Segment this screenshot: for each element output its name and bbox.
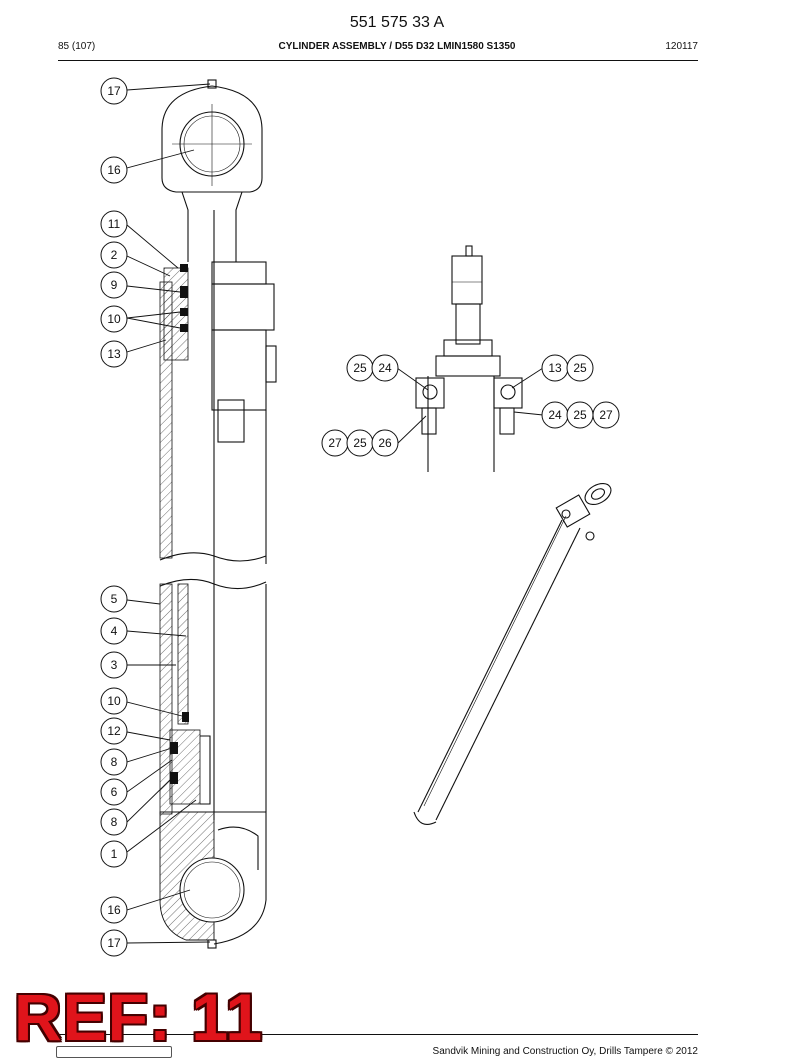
callout-24-right-lower: 24 <box>541 401 569 429</box>
svg-text:17: 17 <box>107 84 121 98</box>
main-section-view <box>159 79 277 949</box>
callout-17-bottom: 17 <box>100 929 128 957</box>
svg-text:2: 2 <box>111 248 118 262</box>
callout-8-upper: 8 <box>100 748 128 776</box>
callout-25-right-lower: 25 <box>566 401 594 429</box>
svg-text:4: 4 <box>111 624 118 638</box>
callout-4: 4 <box>100 617 128 645</box>
callout-10-upper: 10 <box>100 305 128 333</box>
port-detail-view <box>415 245 523 472</box>
header-rule <box>58 60 698 61</box>
callout-26-left-lower: 26 <box>371 429 399 457</box>
svg-text:5: 5 <box>111 592 118 606</box>
document-title: CYLINDER ASSEMBLY / D55 D32 LMIN1580 S13… <box>278 41 516 52</box>
callout-25-left: 25 <box>346 354 374 382</box>
svg-text:24: 24 <box>378 361 392 375</box>
svg-text:8: 8 <box>111 755 118 769</box>
svg-text:1: 1 <box>111 847 118 861</box>
svg-text:10: 10 <box>107 312 121 326</box>
document-code: 551 575 33 A <box>349 14 445 31</box>
callout-25-left-lower: 25 <box>346 429 374 457</box>
callout-27-right-lower: 27 <box>592 401 620 429</box>
ref-stamp: REF: 11 <box>14 980 264 1054</box>
callout-6: 6 <box>100 778 128 806</box>
document-date: 120117 <box>665 41 698 52</box>
svg-text:17: 17 <box>107 936 121 950</box>
company-logo <box>56 1046 172 1058</box>
svg-text:27: 27 <box>599 408 613 422</box>
isometric-view <box>413 482 612 825</box>
svg-text:10: 10 <box>107 694 121 708</box>
callout-8-lower: 8 <box>100 808 128 836</box>
callout-13: 13 <box>100 340 128 368</box>
svg-text:11: 11 <box>108 217 121 231</box>
svg-text:6: 6 <box>111 785 118 799</box>
callout-5: 5 <box>100 585 128 613</box>
callout-2: 2 <box>100 241 128 269</box>
callout-25-right: 25 <box>566 354 594 382</box>
svg-text:9: 9 <box>111 278 118 292</box>
footer-rule <box>58 1034 698 1035</box>
callout-11: 11 <box>100 210 128 238</box>
svg-text:25: 25 <box>353 361 367 375</box>
callout-12: 12 <box>100 717 128 745</box>
svg-text:26: 26 <box>378 436 392 450</box>
svg-text:25: 25 <box>353 436 367 450</box>
callout-3: 3 <box>100 651 128 679</box>
svg-text:13: 13 <box>107 347 121 361</box>
svg-text:27: 27 <box>328 436 342 450</box>
svg-text:8: 8 <box>111 815 118 829</box>
copyright-text: Sandvik Mining and Construction Oy, Dril… <box>432 1046 698 1057</box>
callout-17-top: 17 <box>100 77 128 105</box>
page-number: 85 (107) <box>58 41 96 52</box>
svg-text:25: 25 <box>573 361 587 375</box>
callout-10-lower: 10 <box>100 687 128 715</box>
svg-text:12: 12 <box>107 724 121 738</box>
callout-27-left-lower: 27 <box>321 429 349 457</box>
svg-text:24: 24 <box>548 408 562 422</box>
callout-13-right: 13 <box>541 354 569 382</box>
callout-9: 9 <box>100 271 128 299</box>
svg-text:16: 16 <box>107 903 121 917</box>
callout-16-top: 16 <box>100 156 128 184</box>
svg-text:16: 16 <box>107 163 121 177</box>
svg-text:25: 25 <box>573 408 587 422</box>
callout-16-bottom: 16 <box>100 896 128 924</box>
callout-1: 1 <box>100 840 128 868</box>
svg-text:13: 13 <box>548 361 562 375</box>
callout-24-left: 24 <box>371 354 399 382</box>
svg-text:3: 3 <box>111 658 118 672</box>
leader-lines <box>126 83 544 944</box>
